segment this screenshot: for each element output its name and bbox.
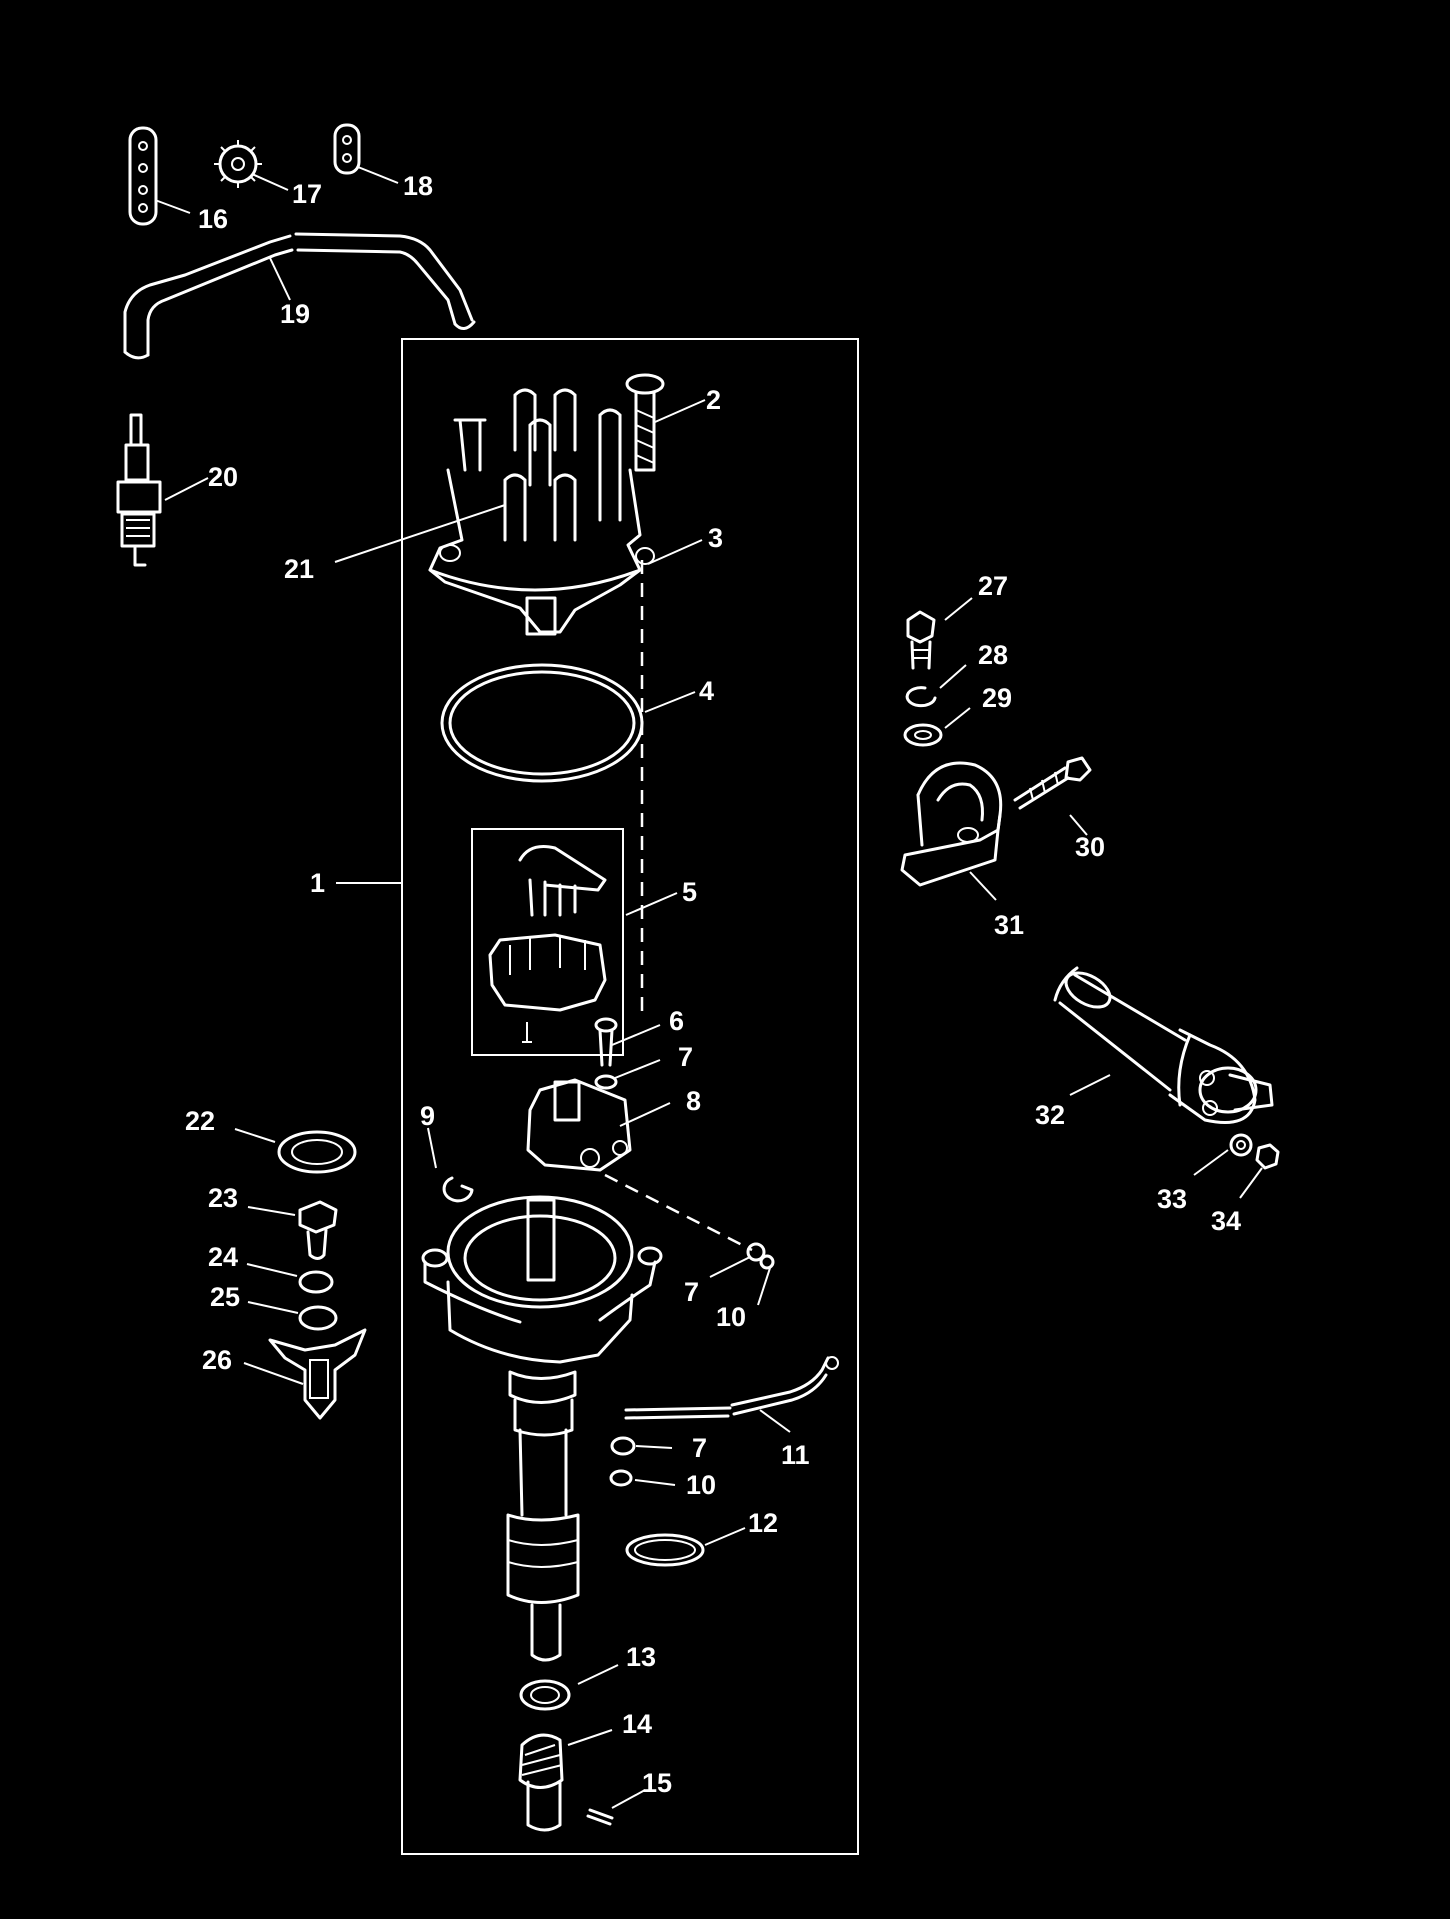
alignment-line (604, 1173, 753, 1252)
spark-plug-lead-19 (123, 232, 476, 360)
callout-15: 15 (642, 1768, 672, 1798)
callout-19: 19 (280, 299, 310, 329)
washer-7 (746, 1242, 766, 1262)
clamp-26 (268, 1328, 367, 1420)
callout-29: 29 (982, 683, 1012, 713)
drive-gear-14 (518, 1733, 564, 1832)
callout-22: 22 (185, 1106, 215, 1136)
callout-12: 12 (748, 1508, 778, 1538)
washer-29 (903, 723, 943, 747)
washer-25 (298, 1305, 338, 1331)
rotor-kit-outline (471, 828, 624, 1056)
callout-2: 2 (706, 385, 721, 415)
bolt-23 (298, 1200, 338, 1260)
callout-18: 18 (403, 171, 433, 201)
spark-plug-20 (116, 413, 162, 567)
ground-wire-11 (624, 1356, 839, 1420)
callout-7: 7 (684, 1277, 699, 1307)
nut-10 (759, 1254, 775, 1270)
roll-pin-15 (586, 1808, 614, 1826)
distributor-cap-21 (428, 388, 655, 636)
callout-10: 10 (716, 1302, 746, 1332)
bolt-27 (906, 610, 936, 670)
callout-6: 6 (669, 1006, 684, 1036)
callout-31: 31 (994, 910, 1024, 940)
callout-24: 24 (208, 1242, 238, 1272)
screw-6 (594, 1017, 618, 1067)
washer-13 (519, 1679, 571, 1711)
gasket-ring-4 (440, 663, 644, 783)
wire-separator-18 (333, 123, 361, 175)
washer-22 (277, 1130, 357, 1174)
callout-30: 30 (1075, 832, 1105, 862)
callout-27: 27 (978, 571, 1008, 601)
callout-8: 8 (686, 1086, 701, 1116)
callout-13: 13 (626, 1642, 656, 1672)
ignition-module-8 (526, 1078, 632, 1172)
callout-1: 1 (310, 868, 325, 898)
callout-7: 7 (692, 1433, 707, 1463)
coil-bracket-31 (900, 761, 1003, 887)
callout-4: 4 (699, 676, 714, 706)
callout-34: 34 (1211, 1206, 1241, 1236)
callout-28: 28 (978, 640, 1008, 670)
callout-10: 10 (686, 1470, 716, 1500)
nut-10 (609, 1469, 633, 1487)
callout-16: 16 (198, 204, 228, 234)
retaining-clip-9 (442, 1176, 474, 1203)
bolt-30 (1013, 756, 1092, 810)
callout-21: 21 (284, 554, 314, 584)
star-clip-17 (214, 140, 262, 188)
distributor-housing (421, 1195, 663, 1662)
washer-33 (1229, 1133, 1253, 1157)
wire-separator-16 (128, 126, 158, 226)
callout-32: 32 (1035, 1100, 1065, 1130)
callout-26: 26 (202, 1345, 232, 1375)
cap-screw-2 (625, 373, 665, 472)
callout-33: 33 (1157, 1184, 1187, 1214)
lock-washer-24 (298, 1270, 334, 1294)
callout-14: 14 (622, 1709, 652, 1739)
washer-7 (610, 1436, 636, 1456)
washer-7 (594, 1074, 618, 1090)
callout-17: 17 (292, 179, 322, 209)
callout-20: 20 (208, 462, 238, 492)
callout-11: 11 (781, 1440, 810, 1470)
callout-25: 25 (210, 1282, 240, 1312)
rotor-kit-5 (488, 845, 607, 1043)
nut-34 (1255, 1143, 1280, 1170)
assembly-outline (401, 338, 859, 1855)
gasket-12 (625, 1533, 705, 1567)
leader-lines (154, 166, 1263, 1809)
callout-5: 5 (682, 877, 697, 907)
callout-9: 9 (420, 1101, 435, 1131)
callout-23: 23 (208, 1183, 238, 1213)
callout-3: 3 (708, 523, 723, 553)
callout-7: 7 (678, 1042, 693, 1072)
lock-washer-28 (905, 686, 937, 708)
ignition-coil-32 (1053, 966, 1274, 1124)
